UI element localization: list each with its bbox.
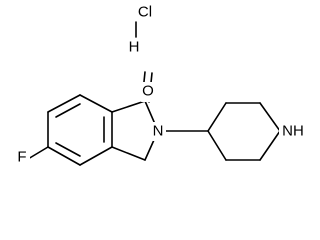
nitrogen-mask: [151, 122, 166, 141]
bond-c7a-c7: [79, 94, 113, 113]
hcl-fragment: Cl H: [129, 4, 153, 56]
bond-c4-c3a: [79, 146, 113, 166]
fluorine-label: F: [17, 149, 26, 166]
bond-n1p-c6p: [259, 130, 281, 161]
chlorine-label: Cl: [138, 4, 152, 21]
benzene-ring: [47, 94, 113, 166]
fluorine-mask: [14, 148, 30, 168]
bond-c7a-c1: [111, 100, 146, 113]
oxygen-mask: [140, 82, 158, 102]
hydrogen-label: H: [129, 39, 140, 56]
piperidine-ring: [207, 102, 281, 161]
nh-mask: [279, 122, 305, 141]
bond-c4p-c3p: [207, 102, 227, 132]
bond-c5p-c4p: [207, 130, 227, 161]
carbonyl-oxygen-label: O: [142, 83, 154, 100]
bond-c5-c4: [47, 146, 81, 166]
piperidine-nh-label: NH: [282, 123, 304, 140]
double-bond-c5-c4-inner: [55, 142, 81, 157]
bond-c7-c6: [47, 94, 81, 113]
chemical-structure-diagram: Cl H O N F: [14, 3, 305, 168]
bond-c2p-n1p: [259, 102, 281, 132]
bond-c3-c3a: [111, 146, 146, 161]
lactam-nitrogen-label: N: [153, 123, 164, 140]
bond-c5-f: [27, 146, 49, 160]
double-bond-c7-c6-inner: [55, 103, 81, 118]
